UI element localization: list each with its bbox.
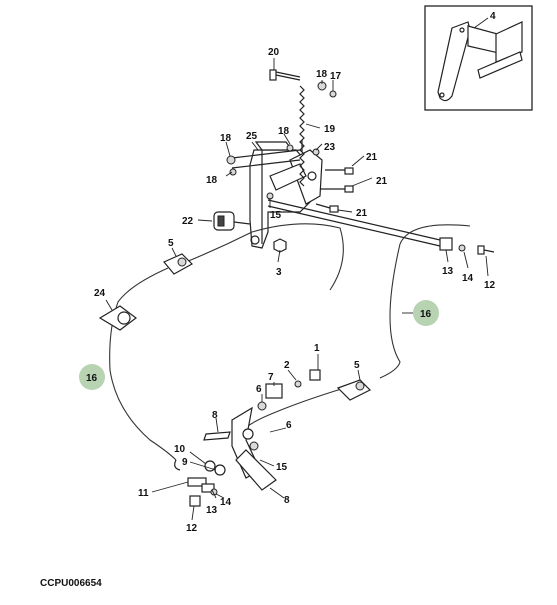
linkage-rod [267, 199, 495, 255]
callout-2: 2 [284, 360, 290, 371]
callout-labels: 4 20 18 17 19 25 18 18 23 18 21 21 21 15… [94, 11, 496, 534]
pedal-assembly [174, 369, 321, 507]
callout-1: 1 [314, 343, 320, 354]
callout-4: 4 [490, 11, 496, 22]
nut-washer-top [317, 81, 337, 98]
callout-18: 18 [220, 133, 232, 144]
cable-clamp-lower [336, 379, 372, 401]
callout-15: 15 [276, 462, 288, 473]
callout-21: 21 [376, 176, 388, 187]
callout-18: 18 [316, 69, 328, 80]
callout-5: 5 [354, 360, 360, 371]
callout-18: 18 [278, 126, 290, 137]
bracket-hardware [226, 144, 354, 253]
cable-clamp-upper [163, 253, 193, 275]
switch-22 [213, 211, 251, 231]
callout-7: 7 [268, 372, 274, 383]
callout-17: 17 [330, 71, 342, 82]
callout-24: 24 [94, 288, 106, 299]
callout-23: 23 [324, 142, 336, 153]
inset-bracket-detail [424, 5, 533, 111]
pivot-bracket-assembly [231, 141, 323, 249]
callout-8: 8 [212, 410, 218, 421]
bracket-24 [98, 305, 137, 331]
leader-lines [105, 58, 489, 521]
callout-11: 11 [138, 488, 149, 499]
bolt-20 [269, 69, 301, 81]
cable-badge-left: 16 [79, 364, 105, 390]
callout-6: 6 [286, 420, 292, 431]
callout-6: 6 [256, 384, 262, 395]
callout-20: 20 [268, 47, 280, 58]
callout-21: 21 [366, 152, 378, 163]
callout-16: 16 [420, 309, 432, 320]
callout-13: 13 [442, 266, 454, 277]
callout-14: 14 [220, 497, 232, 508]
callout-19: 19 [324, 124, 336, 135]
figure-reference: CCPU006654 [40, 578, 102, 589]
callout-5: 5 [168, 238, 174, 249]
callout-16: 16 [86, 373, 98, 384]
throttle-cable [109, 223, 471, 461]
callout-13: 13 [206, 505, 218, 516]
callout-9: 9 [182, 457, 188, 468]
callout-21: 21 [356, 208, 368, 219]
callout-10: 10 [174, 444, 186, 455]
callout-12: 12 [186, 523, 198, 534]
callout-22: 22 [182, 216, 194, 227]
cable-badge-right: 16 [413, 300, 439, 326]
return-spring [299, 85, 305, 187]
callout-3: 3 [276, 267, 282, 278]
callout-18: 18 [206, 175, 218, 186]
callout-15: 15 [270, 210, 282, 221]
callout-12: 12 [484, 280, 496, 291]
callout-14: 14 [462, 273, 474, 284]
callout-25: 25 [246, 131, 258, 142]
callout-8: 8 [284, 495, 290, 506]
